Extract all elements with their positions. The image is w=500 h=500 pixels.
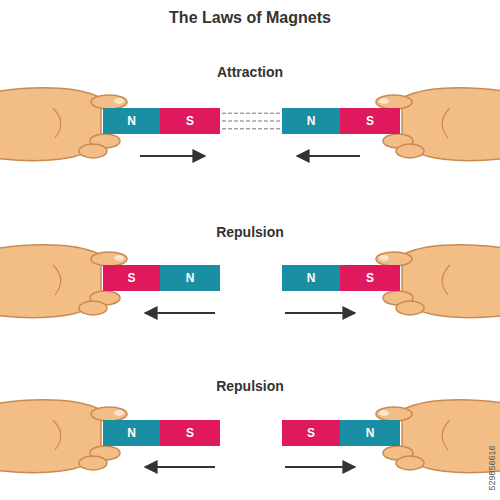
magnet-pole: S bbox=[340, 265, 400, 291]
magnet-pole: N bbox=[282, 265, 340, 291]
pole-letter: S bbox=[366, 115, 374, 127]
magnet-pole: S bbox=[160, 108, 220, 134]
magnet-pole: N bbox=[340, 420, 400, 446]
magnet-pole: N bbox=[103, 420, 160, 446]
section-label: Repulsion bbox=[216, 224, 284, 240]
magnet-pole: N bbox=[160, 265, 220, 291]
magnet-pole: S bbox=[103, 265, 160, 291]
pole-letter: S bbox=[127, 272, 135, 284]
magnet-pole: S bbox=[160, 420, 220, 446]
magnet-pole: S bbox=[282, 420, 340, 446]
pole-letter: N bbox=[186, 272, 195, 284]
pole-letter: N bbox=[127, 427, 136, 439]
magnet-pole: N bbox=[282, 108, 340, 134]
field-line bbox=[222, 113, 280, 129]
pole-letter: N bbox=[307, 272, 316, 284]
pole-letter: N bbox=[307, 115, 316, 127]
pole-letter: S bbox=[186, 115, 194, 127]
magnet-pole: S bbox=[340, 108, 400, 134]
section-label: Repulsion bbox=[216, 378, 284, 394]
pole-letter: S bbox=[307, 427, 315, 439]
diagram-title: The Laws of Magnets bbox=[169, 9, 331, 27]
pole-letter: S bbox=[186, 427, 194, 439]
image-id: 529856616 bbox=[487, 445, 497, 490]
section-label: Attraction bbox=[217, 64, 283, 80]
magnet-pole: N bbox=[103, 108, 160, 134]
force-arrow bbox=[140, 156, 360, 467]
pole-letter: S bbox=[366, 272, 374, 284]
hand bbox=[0, 88, 500, 473]
pole-letter: N bbox=[127, 115, 136, 127]
pole-letter: N bbox=[366, 427, 375, 439]
